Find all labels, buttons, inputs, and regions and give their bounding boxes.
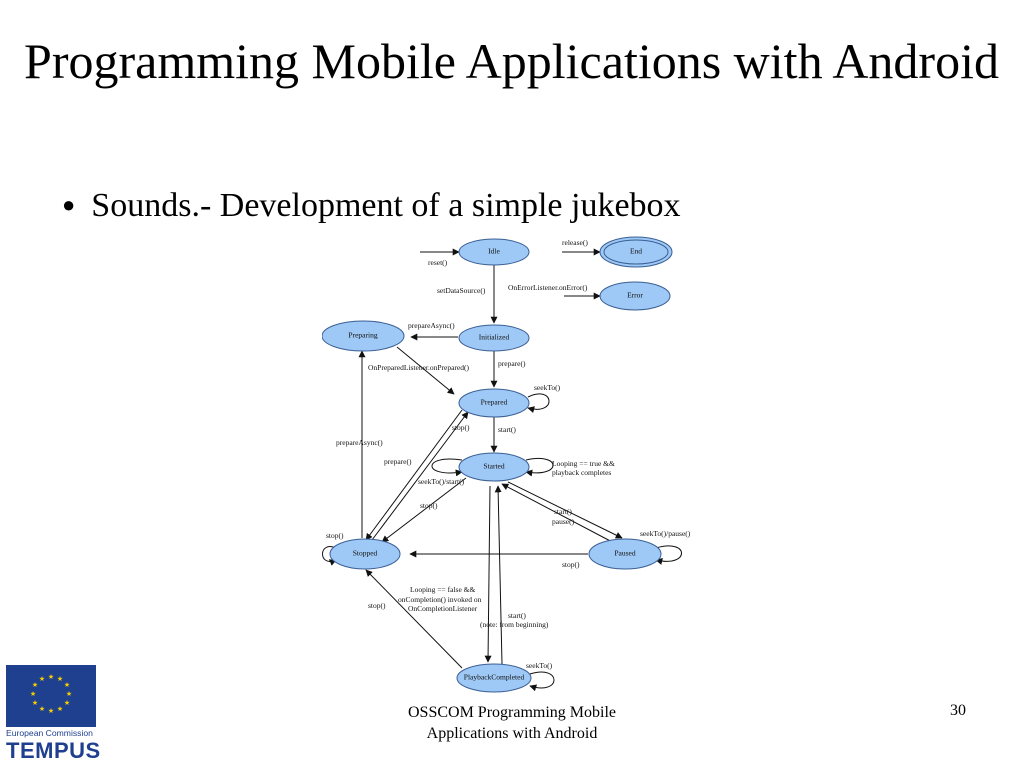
trans-stop-started: stop() [420,501,438,510]
edge-stop-self [322,546,337,566]
trans-stop-prepared: stop() [452,423,470,432]
trans-reset: reset() [428,258,448,267]
eu-flag-icon: ★ ★ ★ ★ ★ ★ ★ ★ ★ ★ ★ ★ [6,665,96,727]
eu-tempus-logo: ★ ★ ★ ★ ★ ★ ★ ★ ★ ★ ★ ★ European Commiss… [6,665,100,763]
state-stopped [329,538,401,570]
edge-start-completed [494,485,503,665]
label-paused: Paused [614,549,635,558]
trans-setdatasource: setDataSource() [437,286,486,295]
edge-seekto-prepared [527,393,550,414]
trans-seek-pause: seekTo()/pause() [640,529,691,538]
trans-looping-false-3: OnCompletionListener [408,604,478,613]
state-initialized [458,324,530,352]
trans-pause: pause() [552,517,575,526]
edge-seek-completed [529,671,555,692]
trans-start-prepared: start() [498,425,516,434]
trans-onerror: OnErrorListener.onError() [508,283,588,292]
label-stopped: Stopped [353,549,378,558]
label-playbackcompleted: PlaybackCompleted [464,673,525,682]
edge-stop-started [381,477,467,543]
state-idle [458,238,530,266]
trans-start-completed-1: start() [508,611,526,620]
svg-text:★: ★ [39,705,45,713]
bullet-text: Sounds.- Development of a simple jukebox [91,187,681,224]
svg-text:★: ★ [39,675,45,683]
logo-org-text: European Commission [6,728,93,738]
svg-text:★: ★ [48,707,54,715]
svg-text:★: ★ [64,699,70,707]
edge-start-paused [501,483,617,545]
svg-text:★: ★ [48,673,54,681]
state-error [599,281,671,311]
edge-pause [507,481,623,539]
trans-seek-completed: seekTo() [526,661,553,670]
svg-text:★: ★ [32,681,38,689]
trans-prepare-stopped: prepare() [384,457,412,466]
trans-seek-start: seekTo()/start() [418,477,465,486]
state-started [458,452,530,482]
state-playbackcompleted [456,663,532,693]
trans-stop-self: stop() [326,531,344,540]
label-end: End [630,247,642,256]
label-initialized: Initialized [479,333,510,342]
edge-prepare-stopped [371,411,469,541]
svg-text:★: ★ [57,705,63,713]
state-prepared [458,388,530,418]
label-idle: Idle [488,247,500,256]
edge-looping-false [484,485,492,663]
trans-looping-true-1: Looping == true && [552,459,615,468]
page-number: 30 [950,702,966,719]
trans-prepareasync: prepareAsync() [408,321,455,330]
state-diagram: Idle End Error Preparing Initialized Pre… [322,234,704,694]
trans-looping-true-2: playback completes [552,468,611,477]
label-error: Error [627,291,643,300]
edge-seek-pause [655,545,682,565]
svg-text:★: ★ [66,690,72,698]
bullet-dot-icon: ● [62,192,76,218]
trans-prepareasync-stopped: prepareAsync() [336,438,383,447]
state-preparing [322,320,405,352]
trans-stop-completed: stop() [368,601,386,610]
trans-start-paused: start() [554,507,572,516]
svg-text:★: ★ [32,699,38,707]
label-preparing: Preparing [348,331,377,340]
trans-onprepared: OnPreparedListener.onPrepared() [368,363,470,372]
edge-stop-completed [365,569,463,669]
svg-text:★: ★ [30,690,36,698]
trans-start-completed-2: (note: from beginning) [480,620,549,629]
state-paused [588,538,662,570]
label-prepared: Prepared [481,398,508,407]
edge-looping-true [525,458,554,477]
svg-text:★: ★ [57,675,63,683]
trans-looping-false-1: Looping == false && [410,585,475,594]
trans-release: release() [562,238,588,247]
edge-seekstart [431,458,463,477]
state-end [603,239,669,265]
slide-footer: OSSCOM Programming Mobile Applications w… [407,704,616,742]
svg-text:★: ★ [64,681,70,689]
trans-looping-false-2: onCompletion() invoked on [398,595,482,604]
label-started: Started [483,462,504,471]
trans-stop-paused: stop() [562,560,580,569]
logo-name-text: TEMPUS [6,738,101,763]
edge-onprepared [396,346,455,395]
bullet-item: ● Sounds.- Development of a simple jukebo… [62,186,681,228]
trans-seekto-prepared: seekTo() [534,383,561,392]
slide-title: Programming Mobile Applications with And… [24,33,999,89]
edge-stop-prepared [365,409,463,541]
trans-prepare-init: prepare() [498,359,526,368]
